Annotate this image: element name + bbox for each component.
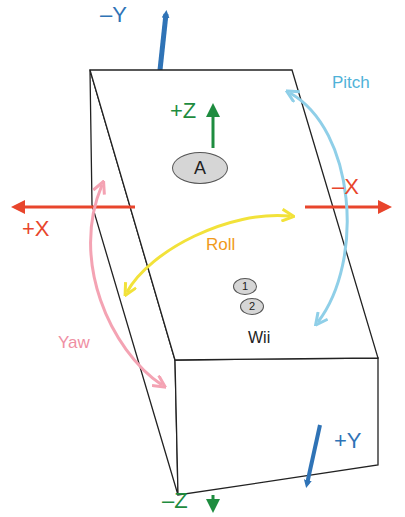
axis-label: +Z — [170, 100, 196, 122]
brand-label: Wii — [248, 330, 270, 346]
a-button: A — [172, 152, 228, 184]
one-button: 1 — [233, 278, 257, 295]
rotation-label: Pitch — [332, 74, 370, 91]
plus-z-axis — [212, 110, 215, 148]
axis-label: –X — [332, 176, 359, 198]
minus-y-axis — [160, 14, 166, 70]
axis-label: –Z — [162, 490, 188, 512]
two-button: 2 — [240, 298, 264, 315]
remote-top-face — [90, 70, 378, 360]
minus-z-axis — [212, 495, 215, 506]
axis-label: +X — [22, 218, 50, 240]
axis-label: +Y — [334, 430, 362, 452]
button-label: 1 — [242, 281, 248, 292]
plus-x-axis — [18, 206, 135, 209]
button-label: A — [194, 159, 206, 177]
rotation-label: Roll — [206, 236, 235, 253]
minus-x-axis — [305, 206, 385, 209]
rotation-label: Yaw — [58, 334, 90, 351]
button-label: 2 — [249, 301, 255, 312]
axis-label: –Y — [100, 4, 127, 26]
roll-arrow — [127, 215, 290, 292]
remote-front-face — [175, 358, 378, 495]
plus-y-axis — [307, 425, 320, 484]
pitch-arrow — [290, 93, 347, 322]
yaw-arrow — [91, 185, 162, 385]
